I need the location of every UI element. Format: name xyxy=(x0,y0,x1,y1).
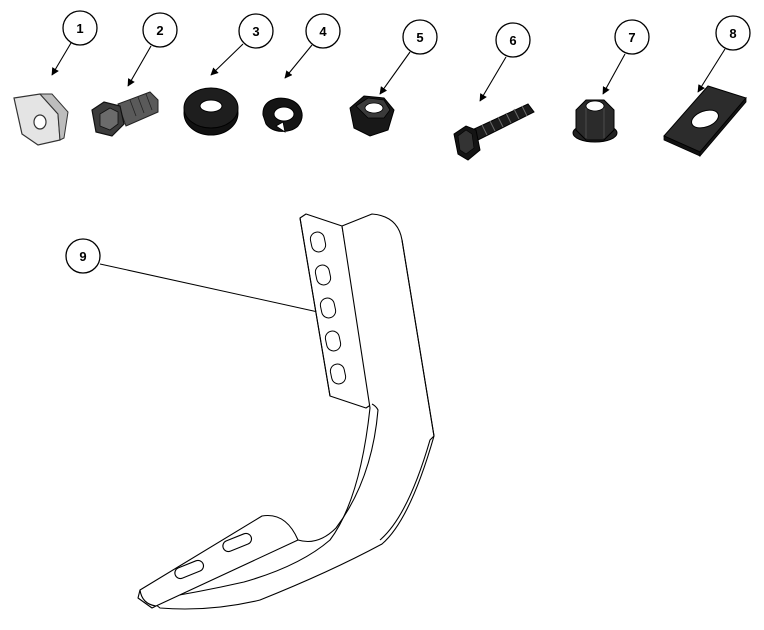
part-5-hex-nut xyxy=(349,95,395,137)
part-8-square-plate-washer xyxy=(663,85,747,158)
callout-circle xyxy=(238,13,274,49)
leader-arrow xyxy=(697,48,726,93)
callout-label: 7 xyxy=(628,30,635,45)
callout-7: 7 xyxy=(602,19,650,95)
callout-3: 3 xyxy=(210,13,274,76)
callout-circle xyxy=(495,22,531,58)
callout-circle xyxy=(614,19,650,55)
part-2-hex-bolt xyxy=(91,91,159,137)
callout-label: 9 xyxy=(79,249,86,264)
callout-label: 1 xyxy=(76,21,83,36)
callout-1: 1 xyxy=(51,10,98,76)
leader-arrow xyxy=(210,43,244,76)
callout-label: 3 xyxy=(252,24,259,39)
callout-8: 8 xyxy=(697,15,751,93)
leader-line xyxy=(99,263,319,313)
callout-9: 9 xyxy=(65,238,319,313)
callout-label: 6 xyxy=(509,33,516,48)
callout-6: 6 xyxy=(479,22,531,102)
callout-label: 4 xyxy=(319,24,327,39)
callout-circle xyxy=(142,12,178,48)
leader-arrow xyxy=(127,45,152,87)
callout-label: 2 xyxy=(156,23,163,38)
leader-arrow xyxy=(284,44,313,79)
part-4-split-lock-washer xyxy=(262,97,303,133)
part-9-bracket xyxy=(137,213,435,610)
callout-circle xyxy=(62,10,98,46)
callout-circle xyxy=(402,19,438,55)
callout-5: 5 xyxy=(379,19,438,95)
part-6-hex-bolt-threaded xyxy=(453,103,535,161)
callout-4: 4 xyxy=(284,13,341,79)
leader-arrow xyxy=(479,56,507,102)
leader-arrow xyxy=(379,51,411,95)
callout-circle xyxy=(65,238,101,274)
callout-2: 2 xyxy=(127,12,178,87)
callout-circle xyxy=(715,15,751,51)
callout-circle xyxy=(305,13,341,49)
leader-arrow xyxy=(51,42,72,76)
part-1-clip-nut xyxy=(13,93,69,146)
part-7-flange-nut xyxy=(572,99,618,143)
callout-label: 5 xyxy=(416,30,423,45)
leader-arrow xyxy=(602,53,626,95)
callout-label: 8 xyxy=(729,26,736,41)
part-3-flat-washer xyxy=(183,87,239,136)
